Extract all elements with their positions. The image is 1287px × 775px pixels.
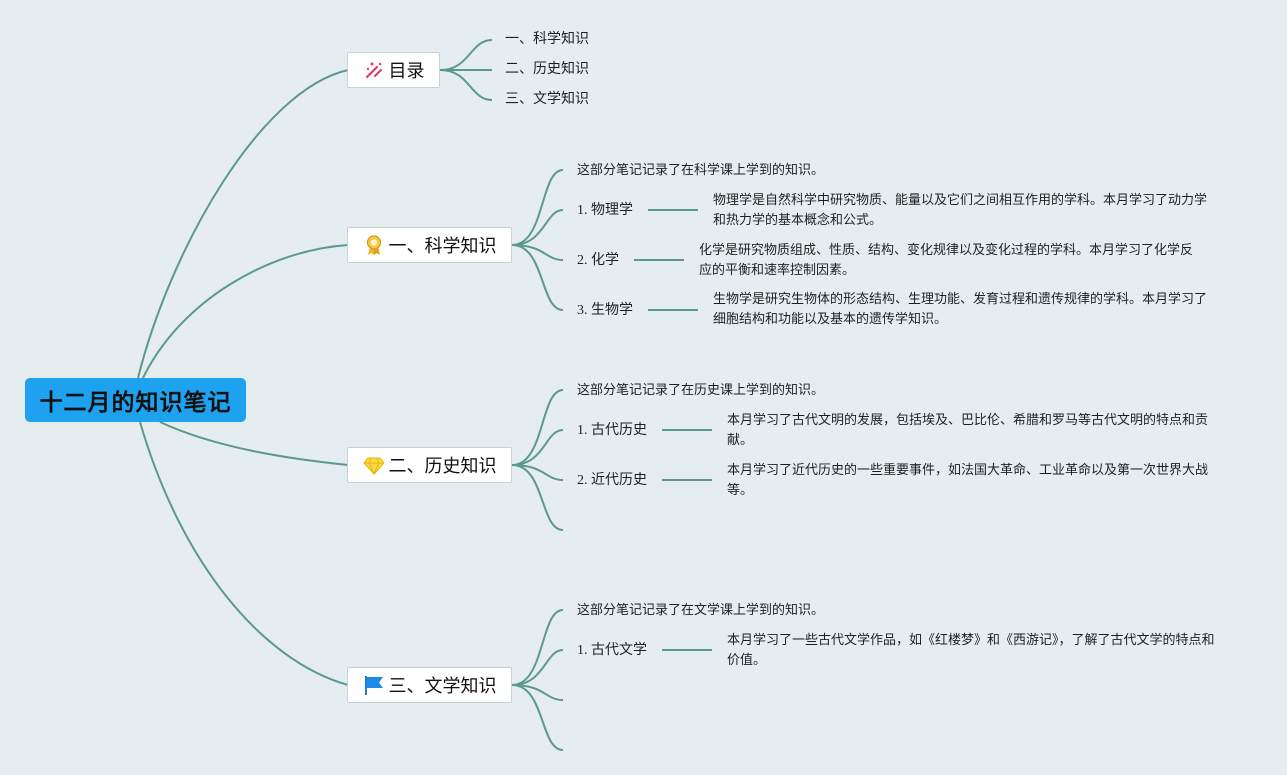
literature-topic[interactable]: 三、文学知识	[347, 667, 512, 703]
science-item-label[interactable]: 2. 化学	[577, 253, 619, 268]
literature-title: 三、文学知识	[388, 676, 497, 697]
literature-intro[interactable]: 这部分笔记记录了在文学课上学到的知识。	[577, 603, 825, 618]
toc-topic[interactable]: 目录	[347, 52, 440, 88]
flag-icon	[363, 674, 385, 696]
science-item-label[interactable]: 1. 物理学	[577, 203, 633, 218]
history-title: 二、历史知识	[388, 456, 497, 477]
history-item-desc[interactable]: 本月学习了近代历史的一些重要事件，如法国大革命、工业革命以及第一次世界大战等。	[727, 463, 1209, 498]
history-item-label[interactable]: 1. 古代历史	[577, 423, 647, 438]
history-item-label[interactable]: 2. 近代历史	[577, 473, 647, 488]
toc-title: 目录	[388, 61, 425, 82]
science-intro[interactable]: 这部分笔记记录了在科学课上学到的知识。	[577, 163, 825, 178]
history-topic[interactable]: 二、历史知识	[347, 447, 512, 483]
toc-item[interactable]: 一、科学知识	[505, 32, 589, 47]
science-item-label[interactable]: 3. 生物学	[577, 303, 633, 318]
history-item-desc[interactable]: 本月学习了古代文明的发展，包括埃及、巴比伦、希腊和罗马等古代文明的特点和贡献。	[727, 413, 1209, 448]
root-topic[interactable]: 十二月的知识笔记	[25, 378, 246, 422]
toc-item[interactable]: 三、文学知识	[505, 92, 589, 107]
literature-item-label[interactable]: 1. 古代文学	[577, 643, 647, 658]
science-item-desc[interactable]: 物理学是自然科学中研究物质、能量以及它们之间相互作用的学科。本月学习了动力学和热…	[713, 193, 1208, 228]
literature-item-desc[interactable]: 本月学习了一些古代文学作品，如《红楼梦》和《西游记》，了解了古代文学的特点和价值…	[727, 633, 1215, 668]
science-item-desc[interactable]: 生物学是研究生物体的形态结构、生理功能、发育过程和遗传规律的学科。本月学习了细胞…	[713, 292, 1208, 327]
science-item-desc[interactable]: 化学是研究物质组成、性质、结构、变化规律以及变化过程的学科。本月学习了化学反应的…	[699, 243, 1194, 278]
magic-wand-icon	[363, 59, 385, 81]
history-intro[interactable]: 这部分笔记记录了在历史课上学到的知识。	[577, 383, 825, 398]
diamond-icon	[362, 454, 385, 476]
science-title: 一、科学知识	[388, 236, 497, 257]
root-title: 十二月的知识笔记	[39, 390, 232, 416]
medal-icon	[363, 234, 385, 256]
toc-item[interactable]: 二、历史知识	[505, 62, 589, 77]
science-topic[interactable]: 一、科学知识	[347, 227, 512, 263]
